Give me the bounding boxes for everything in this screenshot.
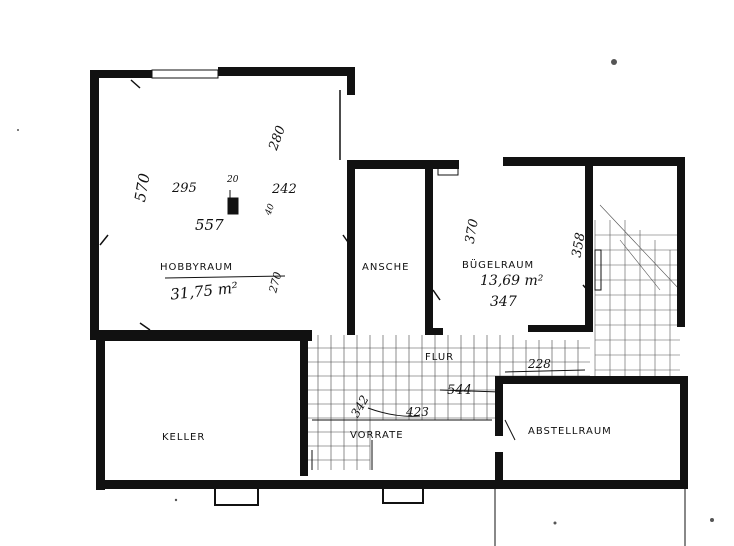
room-label-abstellraum: ABSTELLRAUM — [528, 426, 612, 437]
dimension-lines — [229, 190, 586, 417]
walls — [90, 67, 688, 546]
room-area-hobbyraum: 31,75 m² — [169, 279, 238, 304]
room-label-bugelraum: BÜGELRAUM — [462, 258, 534, 271]
dim-hobby-right-inner: 242 — [271, 182, 297, 197]
room-label-hobbyraum: HOBBYRAUM — [160, 262, 233, 273]
details — [99, 69, 602, 470]
dim-chimney-side: 40 — [263, 202, 277, 217]
hatched-area-flur — [304, 335, 590, 470]
dim-chimney-top: 20 — [226, 175, 239, 185]
dim-hobby-width: 557 — [195, 216, 224, 234]
room-label-keller: KELLER — [162, 432, 205, 443]
dim-hobby-top-right: 280 — [266, 124, 289, 153]
chimney — [227, 197, 239, 215]
dim-hobby-height: 570 — [131, 172, 154, 204]
scan-noise — [17, 59, 714, 525]
dim-hobby-right-low: 270 — [266, 271, 284, 296]
dim-bugel-left: 370 — [463, 218, 482, 245]
room-label-ansche: ANSCHE — [362, 262, 410, 273]
dim-vorrate-width: 423 — [405, 405, 429, 419]
dim-bugel-width: 347 — [490, 294, 517, 310]
room-area-bugelraum: 13,69 m² — [480, 273, 544, 289]
dim-vorrate-height: 342 — [348, 393, 372, 420]
hatched-area-stair — [594, 204, 681, 380]
dim-flur-right: 228 — [527, 357, 551, 371]
dim-hobby-left-inner: 295 — [171, 181, 197, 196]
room-label-vorrate: VORRATE — [350, 430, 404, 441]
dim-bugel-right: 358 — [570, 232, 589, 259]
room-label-flur: FLUR — [425, 352, 454, 363]
